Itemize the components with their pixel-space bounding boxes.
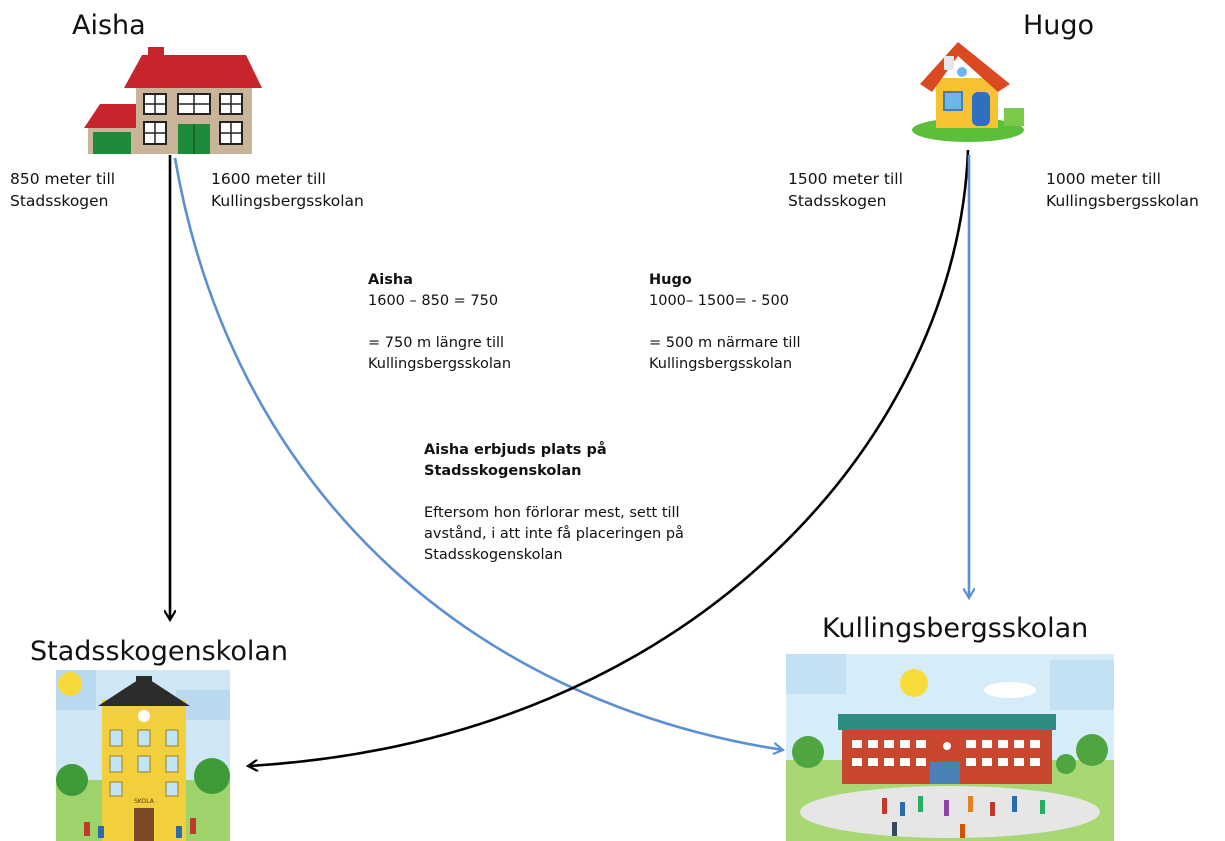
aisha-name: Aisha [72,10,146,41]
arrow-aisha-to-kullingsberg [173,157,783,750]
arrow-hugo-to-stadsskogen [248,149,970,766]
school-sign: SKOLA [134,798,155,805]
aisha-calc-result: = 750 m längre till Kullingsbergsskolan [368,335,512,372]
hugo-calc-result: = 500 m närmare till Kullingsbergsskolan [649,335,801,372]
hugo-calc-heading: Hugo [649,272,692,288]
stadsskogenskolan-title: Stadsskogenskolan [30,636,289,667]
aisha-calculation: Aisha 1600 – 850 = 750 = 750 m längre ti… [368,270,588,375]
aisha-distance-forest: 850 meter till Stadsskogen [10,170,116,210]
kullingsbergsskolan-title: Kullingsbergsskolan [822,613,1089,644]
hugo-distance-kullingsberg: 1000 meter till Kullingsbergsskolan [1046,170,1199,210]
conclusion: Aisha erbjuds plats på Stadsskogenskolan… [424,440,724,566]
hugo-distance-forest: 1500 meter till Stadsskogen [788,170,903,210]
conclusion-body: Eftersom hon förlorar mest, sett till av… [424,505,684,563]
hugo-calc-equation: 1000– 1500= - 500 [649,293,789,309]
hugo-calculation: Hugo 1000– 1500= - 500 = 500 m närmare t… [649,270,869,375]
aisha-distance-kullingsberg: 1600 meter till Kullingsbergsskolan [211,170,364,210]
aisha-calc-heading: Aisha [368,272,413,288]
hugo-name: Hugo [1023,10,1095,41]
aisha-calc-equation: 1600 – 850 = 750 [368,293,499,309]
conclusion-heading: Aisha erbjuds plats på Stadsskogenskolan [424,442,607,479]
